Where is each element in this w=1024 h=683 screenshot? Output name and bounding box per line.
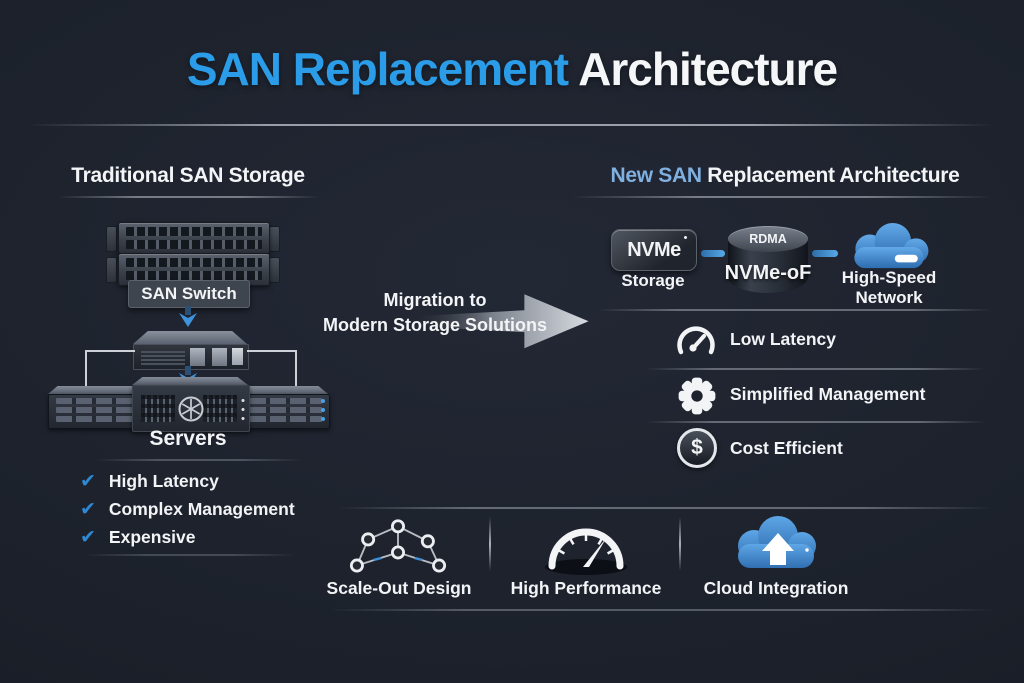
feature-label: Scale-Out Design — [326, 578, 472, 598]
server-top — [222, 386, 328, 394]
feature-label: High Performance — [510, 578, 662, 598]
server-slot-row — [230, 398, 325, 404]
left-section-header: Traditional SAN Storage — [71, 164, 305, 187]
right-section-header: New SAN Replacement Architecture — [575, 164, 995, 188]
benefit-label: Simplified Management — [730, 384, 926, 404]
storage-array-detail — [134, 345, 248, 369]
cloud-upload-icon — [738, 516, 816, 568]
switch-port-row — [126, 271, 262, 280]
server-top — [132, 377, 248, 385]
server-slot-row — [230, 416, 325, 422]
migration-line2: Modern Storage Solutions — [322, 315, 547, 335]
issue-label: High Latency — [108, 470, 219, 491]
connector-dash — [701, 250, 725, 257]
server-emblem-icon — [178, 396, 204, 422]
server-port-grid — [141, 395, 175, 422]
server-slot-row — [230, 407, 325, 413]
benefit-divider — [645, 421, 985, 423]
checklist-underline — [84, 554, 296, 556]
storage-label: Storage — [621, 271, 685, 290]
branch-line-left — [85, 350, 135, 392]
migration-line1: Migration to — [383, 290, 487, 310]
issue-item: ✔ Complex Management — [80, 497, 340, 521]
switch-port-row — [126, 240, 262, 249]
san-switch-label: SAN Switch — [128, 280, 250, 308]
left-header-underline — [58, 196, 320, 198]
page-title: SAN Replacement Architecture — [0, 42, 1024, 96]
right-header-highlight: New SAN — [610, 164, 702, 187]
server-top — [48, 386, 154, 394]
rdma-cylinder: RDMA — [728, 226, 808, 298]
rack-ear — [269, 257, 280, 283]
cylinder-top: RDMA — [728, 226, 808, 252]
issue-label: Complex Management — [108, 498, 295, 519]
flow-divider — [597, 309, 992, 311]
issue-label: Expensive — [108, 526, 196, 547]
check-icon: ✔ — [80, 526, 96, 548]
benefit-divider — [645, 368, 985, 370]
branch-line-right — [247, 350, 297, 392]
gear-icon — [678, 377, 716, 415]
server-port-grid — [203, 395, 237, 422]
server-graphic-center — [132, 385, 250, 432]
rack-ear — [106, 226, 117, 252]
hsn-line1: High-Speed — [841, 268, 937, 287]
down-arrow-icon — [179, 306, 197, 327]
network-graph-icon — [349, 519, 447, 573]
check-icon: ✔ — [80, 470, 96, 492]
feature-separator — [679, 517, 681, 571]
issue-item: ✔ High Latency — [80, 469, 340, 493]
high-speed-network-label: High-Speed Network — [828, 268, 950, 308]
rack-ear — [106, 257, 117, 283]
rack-ear — [269, 226, 280, 252]
right-header-rest: Replacement Architecture — [701, 164, 960, 187]
bottom-divider-top — [338, 507, 992, 509]
check-icon: ✔ — [80, 498, 96, 520]
benefit-label: Low Latency — [730, 329, 836, 349]
title-rest: Architecture — [568, 43, 838, 95]
feature-label: Cloud Integration — [703, 578, 849, 598]
migration-arrow — [415, 294, 589, 349]
gauge-icon — [677, 326, 715, 355]
servers-underline — [96, 459, 302, 461]
migration-caption: Migration to Modern Storage Solutions — [322, 288, 548, 338]
hsn-line2: Network — [855, 288, 923, 307]
cloud-icon — [854, 222, 929, 269]
title-highlight: SAN Replacement — [186, 43, 569, 95]
benefit-label: Cost Efficient — [730, 438, 843, 458]
dollar-glyph: $ — [691, 436, 703, 459]
issue-item: ✔ Expensive — [80, 525, 340, 549]
switch-port-row — [126, 258, 262, 267]
san-switch-graphic — [118, 222, 270, 254]
nvme-storage-device: NVMe — [611, 229, 697, 271]
switch-port-row — [126, 227, 262, 236]
nvmeof-label: NVMe-oF — [724, 262, 812, 284]
connector-dash — [812, 250, 838, 257]
bottom-divider-bottom — [330, 609, 995, 611]
title-divider — [28, 124, 994, 126]
storage-array-top — [133, 331, 247, 344]
storage-array-graphic — [133, 344, 249, 370]
server-led-column — [241, 396, 245, 423]
dollar-icon: $ — [677, 428, 717, 468]
feature-separator — [489, 517, 491, 571]
speedometer-icon — [545, 528, 627, 575]
right-header-underline — [572, 196, 992, 198]
servers-label: Servers — [149, 427, 227, 450]
